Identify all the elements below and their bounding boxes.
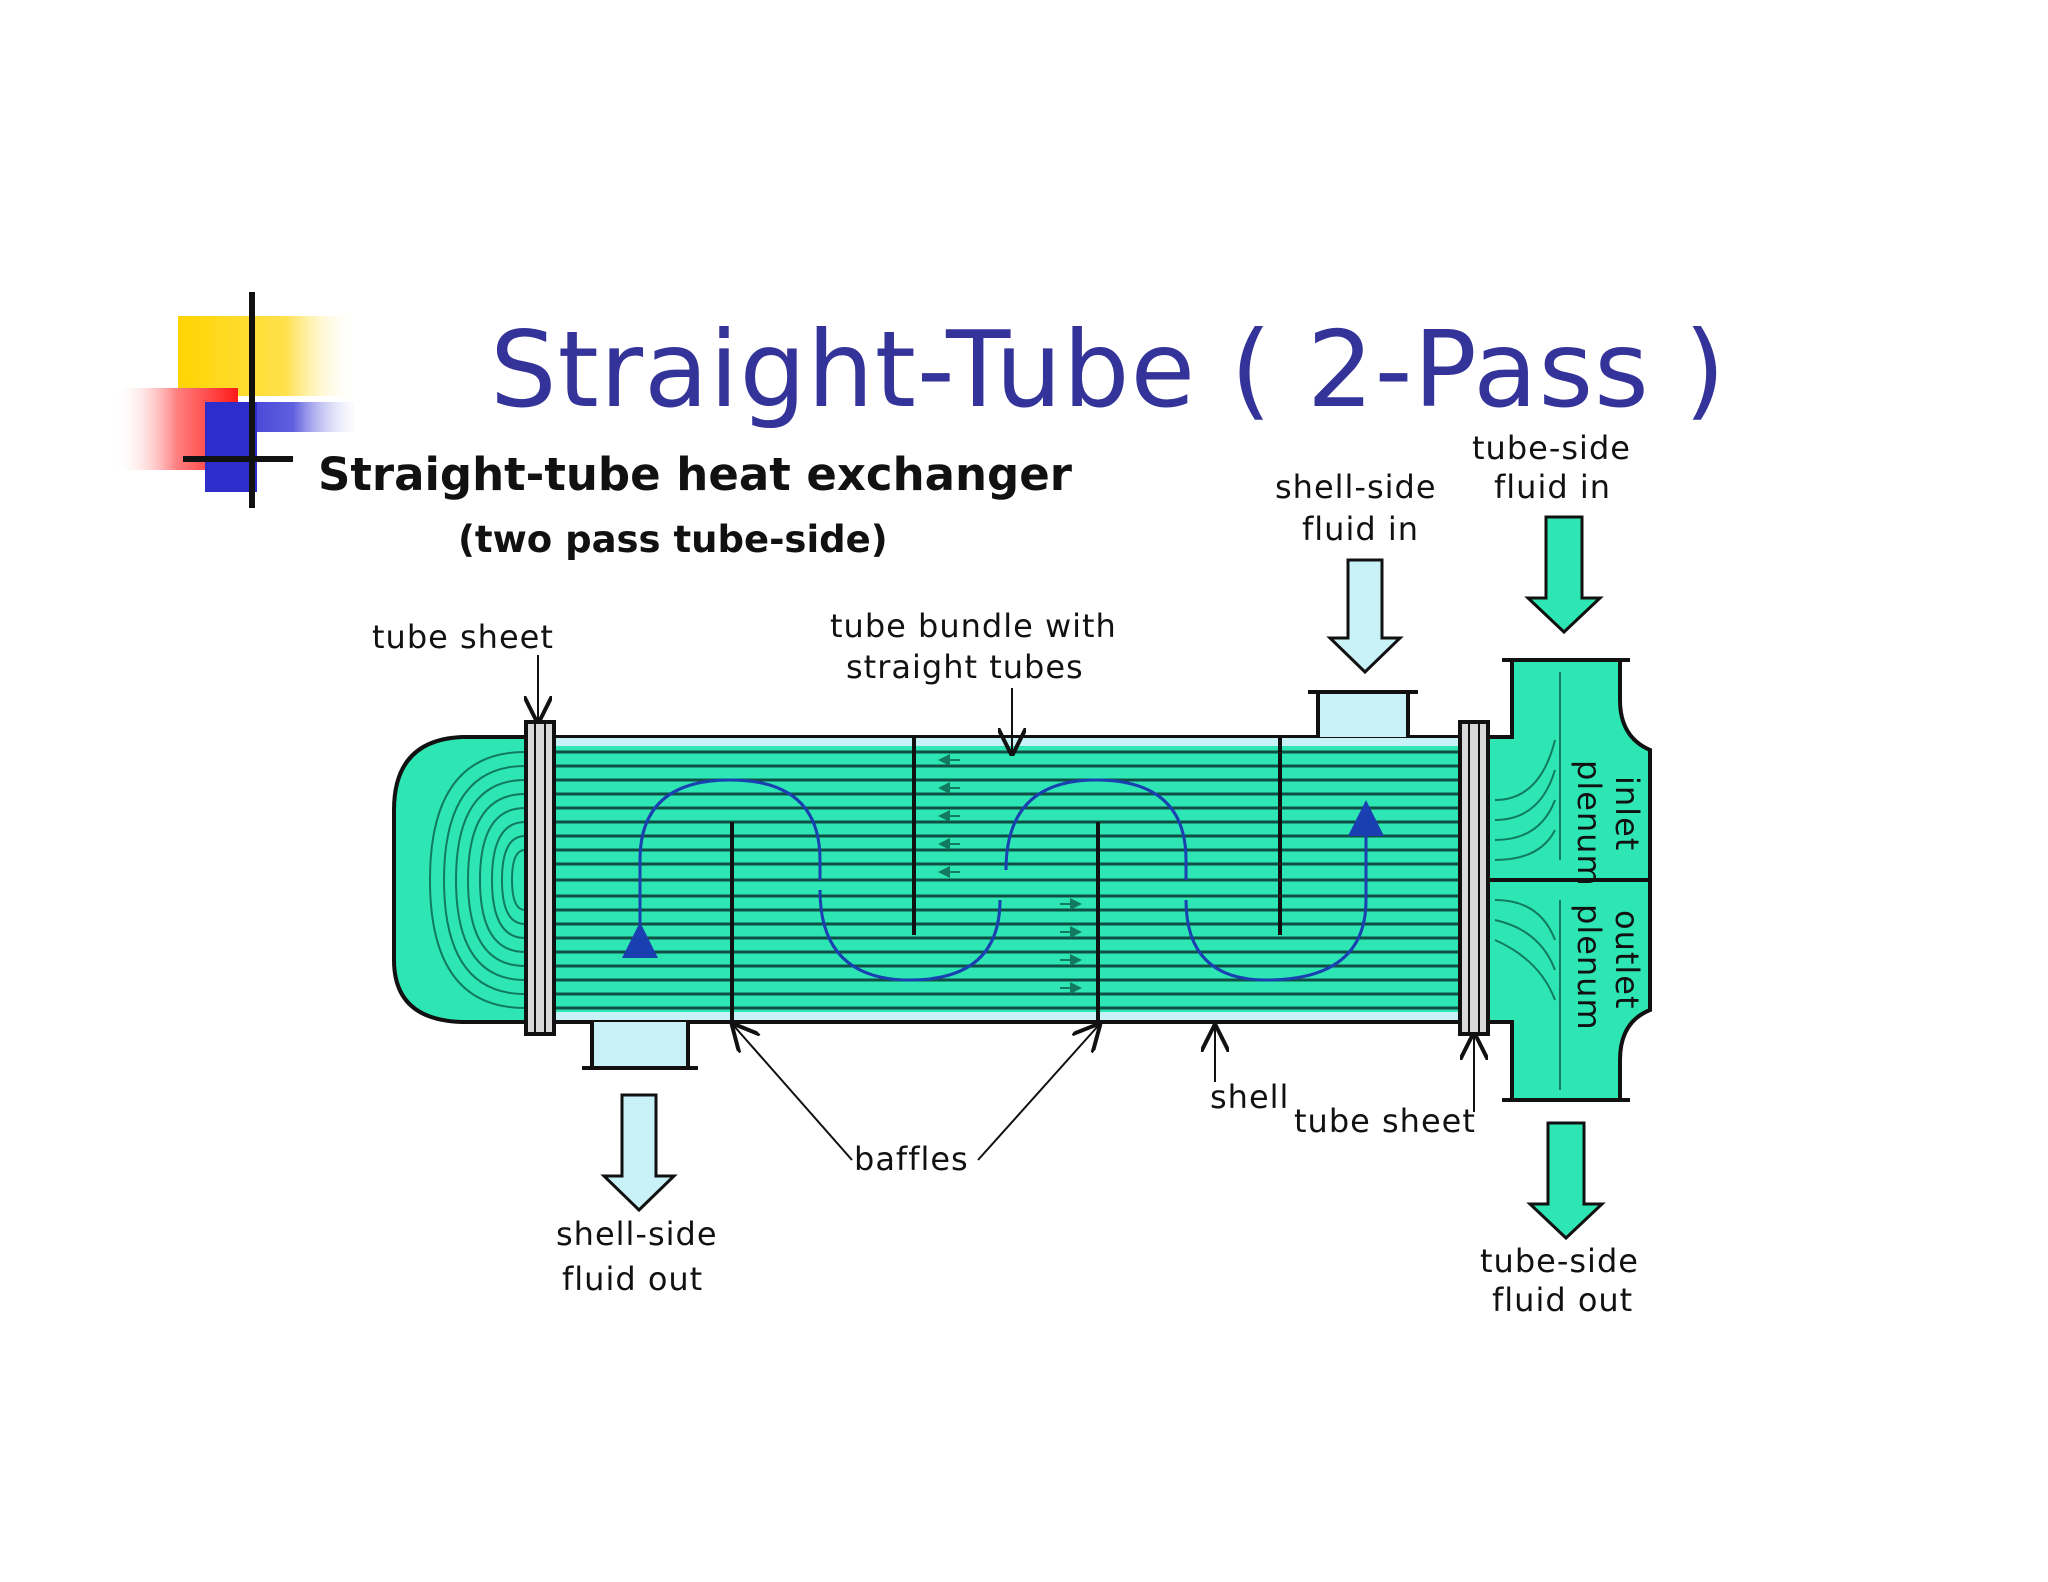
label-tube-side-out-1: tube-side (1480, 1242, 1639, 1280)
label-shell: shell (1210, 1078, 1289, 1116)
tube-flow-markers (938, 754, 1082, 994)
template-logo (115, 292, 355, 508)
label-shell-side-in-1: shell-side (1275, 468, 1437, 506)
label-outlet-plenum-2: plenum (1570, 904, 1608, 1031)
shell-flow-path (622, 778, 1384, 982)
baffles (730, 737, 1282, 1022)
label-tube-side-in-2: fluid in (1494, 468, 1611, 506)
tube-sheet-left (524, 720, 556, 1036)
label-shell-side-in-2: fluid in (1302, 510, 1419, 548)
plenum-flow-lines (1494, 672, 1561, 1090)
leader-lines (538, 655, 1474, 1161)
label-inlet-plenum-1: inlet (1608, 776, 1646, 851)
tube-sheet-right (1458, 720, 1490, 1036)
diagram-subheading: (two pass tube-side) (458, 518, 888, 561)
return-head (392, 735, 534, 1024)
shell-side-out-arrow (600, 1093, 678, 1213)
label-tube-bundle-1: tube bundle with (830, 607, 1117, 645)
tube-side-in-arrow (1524, 515, 1604, 635)
shell-side-in-arrow (1326, 558, 1404, 675)
label-inlet-plenum-2: plenum (1570, 760, 1608, 887)
tube-bundle (552, 742, 1462, 1018)
u-bend-tubes (428, 751, 526, 1009)
diagram-heading: Straight-tube heat exchanger (318, 448, 1073, 501)
label-baffles: baffles (854, 1140, 969, 1178)
label-tube-sheet-right: tube sheet (1294, 1102, 1476, 1140)
label-outlet-plenum-1: outlet (1608, 910, 1646, 1010)
label-tube-side-in-1: tube-side (1472, 429, 1631, 467)
shell-inlet-nozzle (1316, 690, 1410, 737)
label-tube-side-out-2: fluid out (1492, 1281, 1633, 1319)
label-tube-sheet-left: tube sheet (372, 618, 554, 656)
slide-title: Straight-Tube ( 2-Pass ) (490, 309, 1727, 431)
label-tube-bundle-2: straight tubes (846, 648, 1084, 686)
label-shell-side-out-2: fluid out (562, 1260, 703, 1298)
tube-side-out-arrow (1526, 1121, 1606, 1241)
label-shell-side-out-1: shell-side (556, 1215, 718, 1253)
shell-outlet-nozzle (590, 1022, 690, 1070)
